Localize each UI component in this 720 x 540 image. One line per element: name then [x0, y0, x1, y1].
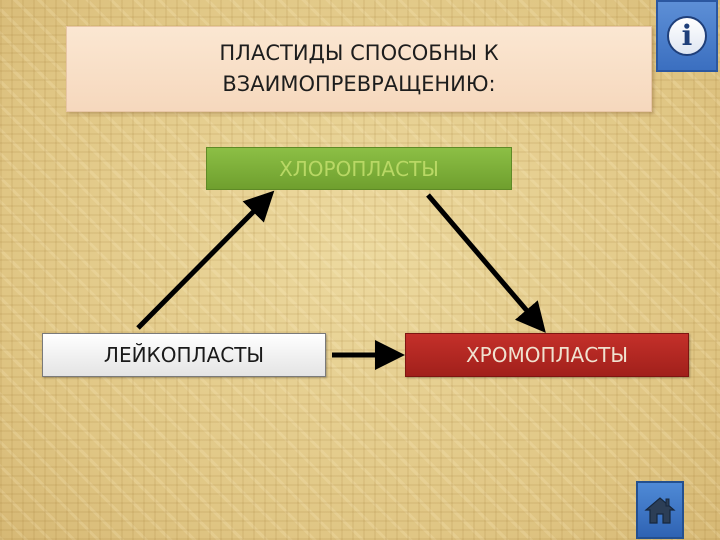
home-icon [644, 497, 676, 524]
home-button[interactable] [636, 481, 684, 539]
node-leucoplasts: ЛЕЙКОПЛАСТЫ [42, 333, 326, 377]
info-icon: i [667, 16, 707, 56]
arrow-chloro-to-chromo [426, 193, 546, 333]
title-line-1: ПЛАСТИДЫ СПОСОБНЫ К [219, 41, 499, 65]
info-button[interactable]: i [656, 0, 718, 72]
node-chloroplasts: ХЛОРОПЛАСТЫ [206, 147, 512, 190]
title-line-2: ВЗАИМОПРЕВРАЩЕНИЮ: [222, 72, 496, 96]
title-box: ПЛАСТИДЫ СПОСОБНЫ К ВЗАИМОПРЕВРАЩЕНИЮ: [66, 26, 652, 112]
arrow-leuco-to-chloro [136, 190, 275, 330]
node-chromoplasts: ХРОМОПЛАСТЫ [405, 333, 689, 377]
